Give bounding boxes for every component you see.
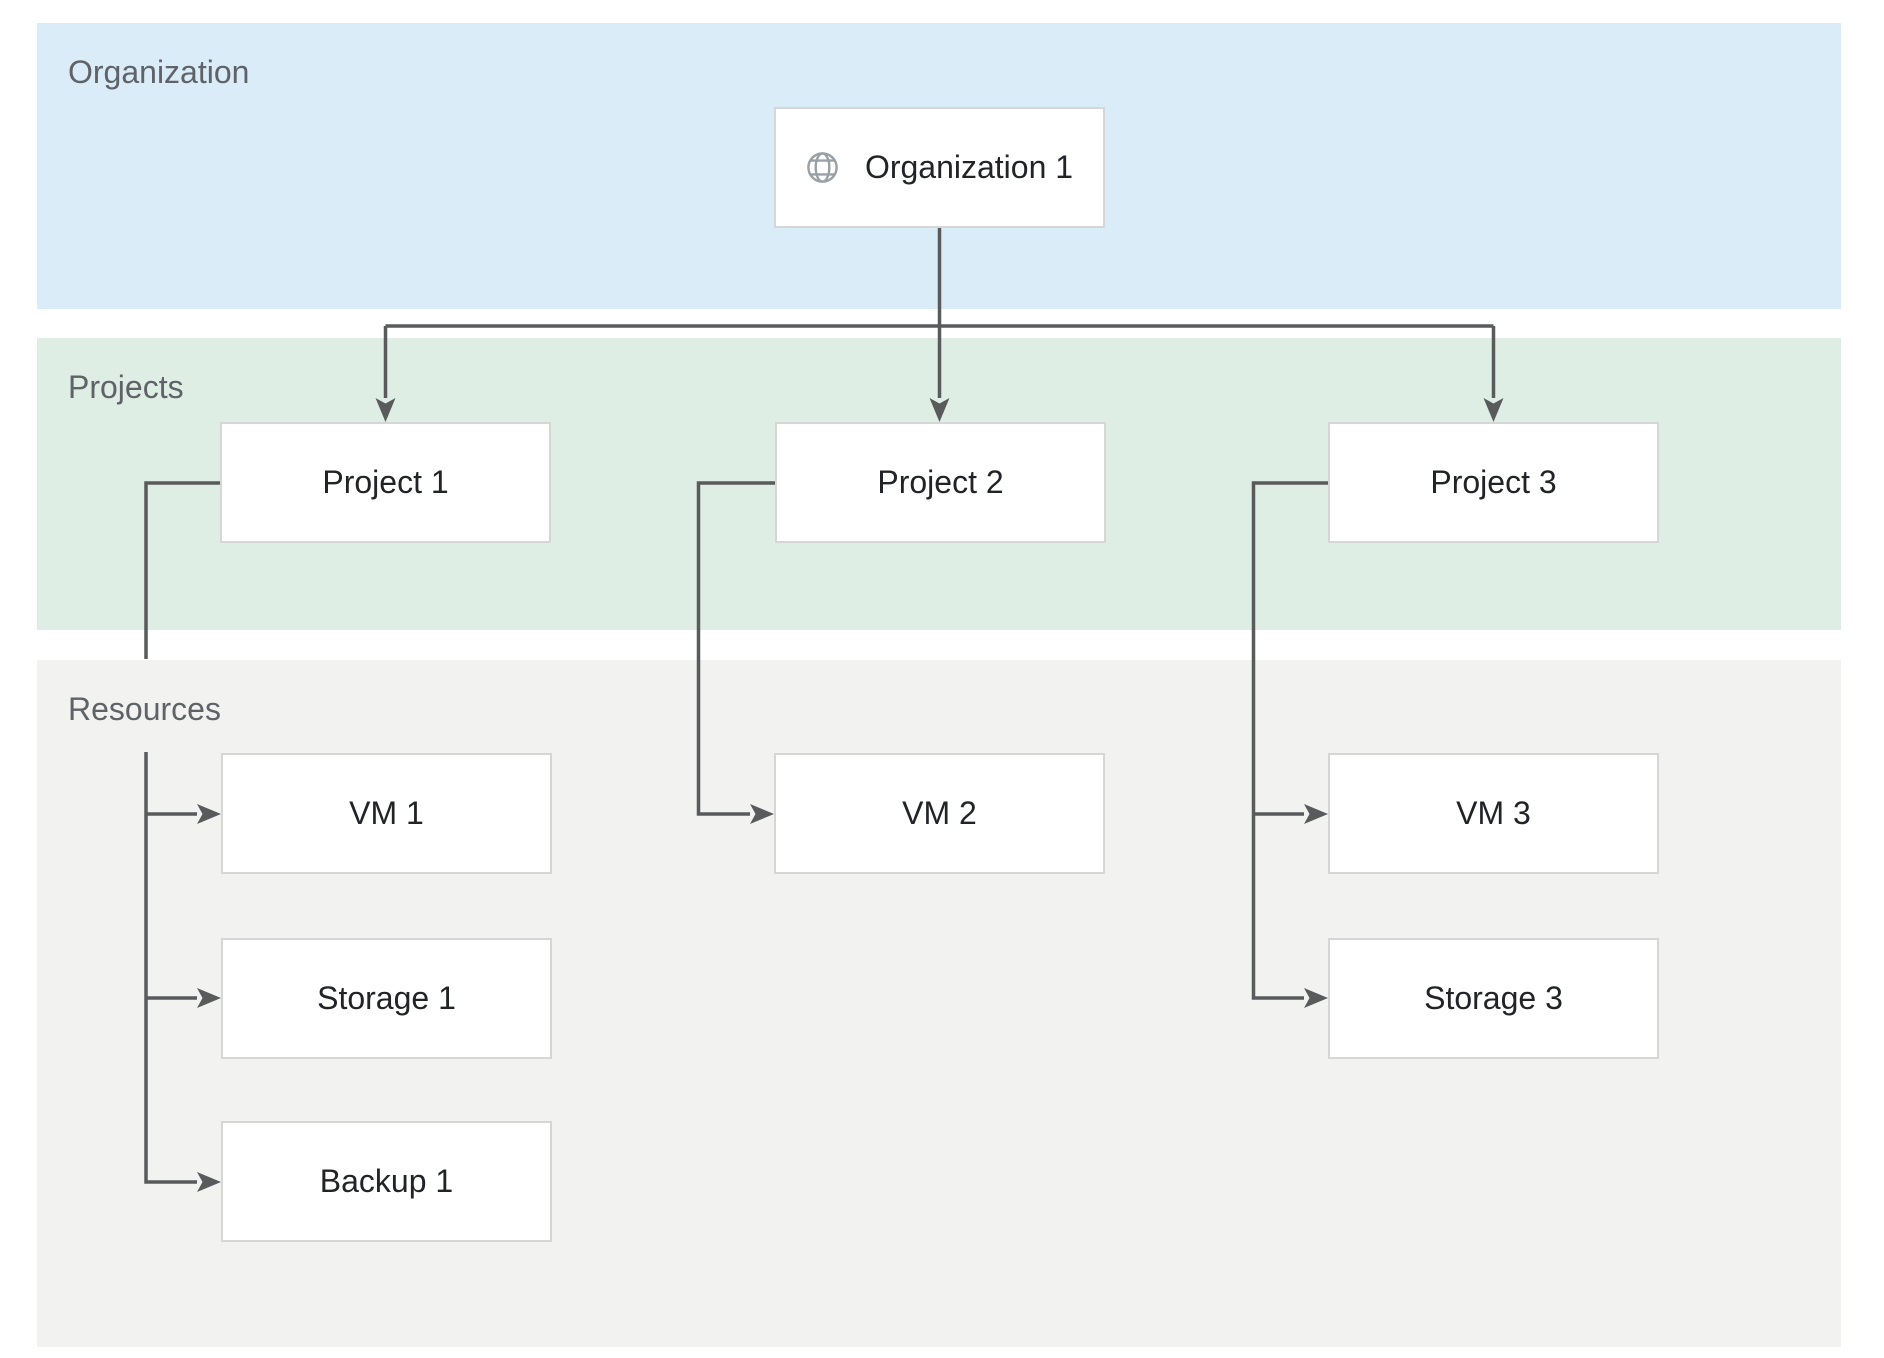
- node-vm-2: VM 2: [774, 753, 1105, 874]
- node-label: VM 2: [902, 795, 977, 831]
- node-project-2: Project 2: [775, 422, 1106, 543]
- node-label: Organization 1: [864, 149, 1074, 185]
- node-vm-1: VM 1: [221, 753, 552, 874]
- node-label: Storage 1: [317, 980, 456, 1016]
- node-organization-1: Organization 1: [774, 107, 1105, 228]
- node-label: Project 2: [877, 464, 1004, 500]
- node-storage-1: Storage 1: [221, 938, 552, 1059]
- node-label: VM 3: [1456, 795, 1531, 831]
- globe-icon: [806, 151, 839, 184]
- node-backup-1: Backup 1: [221, 1121, 552, 1242]
- band-organization-label: Organization: [68, 54, 250, 90]
- node-project-3: Project 3: [1328, 422, 1659, 543]
- node-label: VM 1: [349, 795, 424, 831]
- node-label: Backup 1: [319, 1163, 454, 1199]
- node-label: Project 1: [322, 464, 449, 500]
- node-label: Project 3: [1430, 464, 1557, 500]
- node-project-1: Project 1: [220, 422, 551, 543]
- band-resources-label: Resources: [68, 691, 221, 727]
- node-vm-3: VM 3: [1328, 753, 1659, 874]
- node-label: Storage 3: [1424, 980, 1563, 1016]
- node-storage-3: Storage 3: [1328, 938, 1659, 1059]
- band-projects-label: Projects: [68, 369, 184, 405]
